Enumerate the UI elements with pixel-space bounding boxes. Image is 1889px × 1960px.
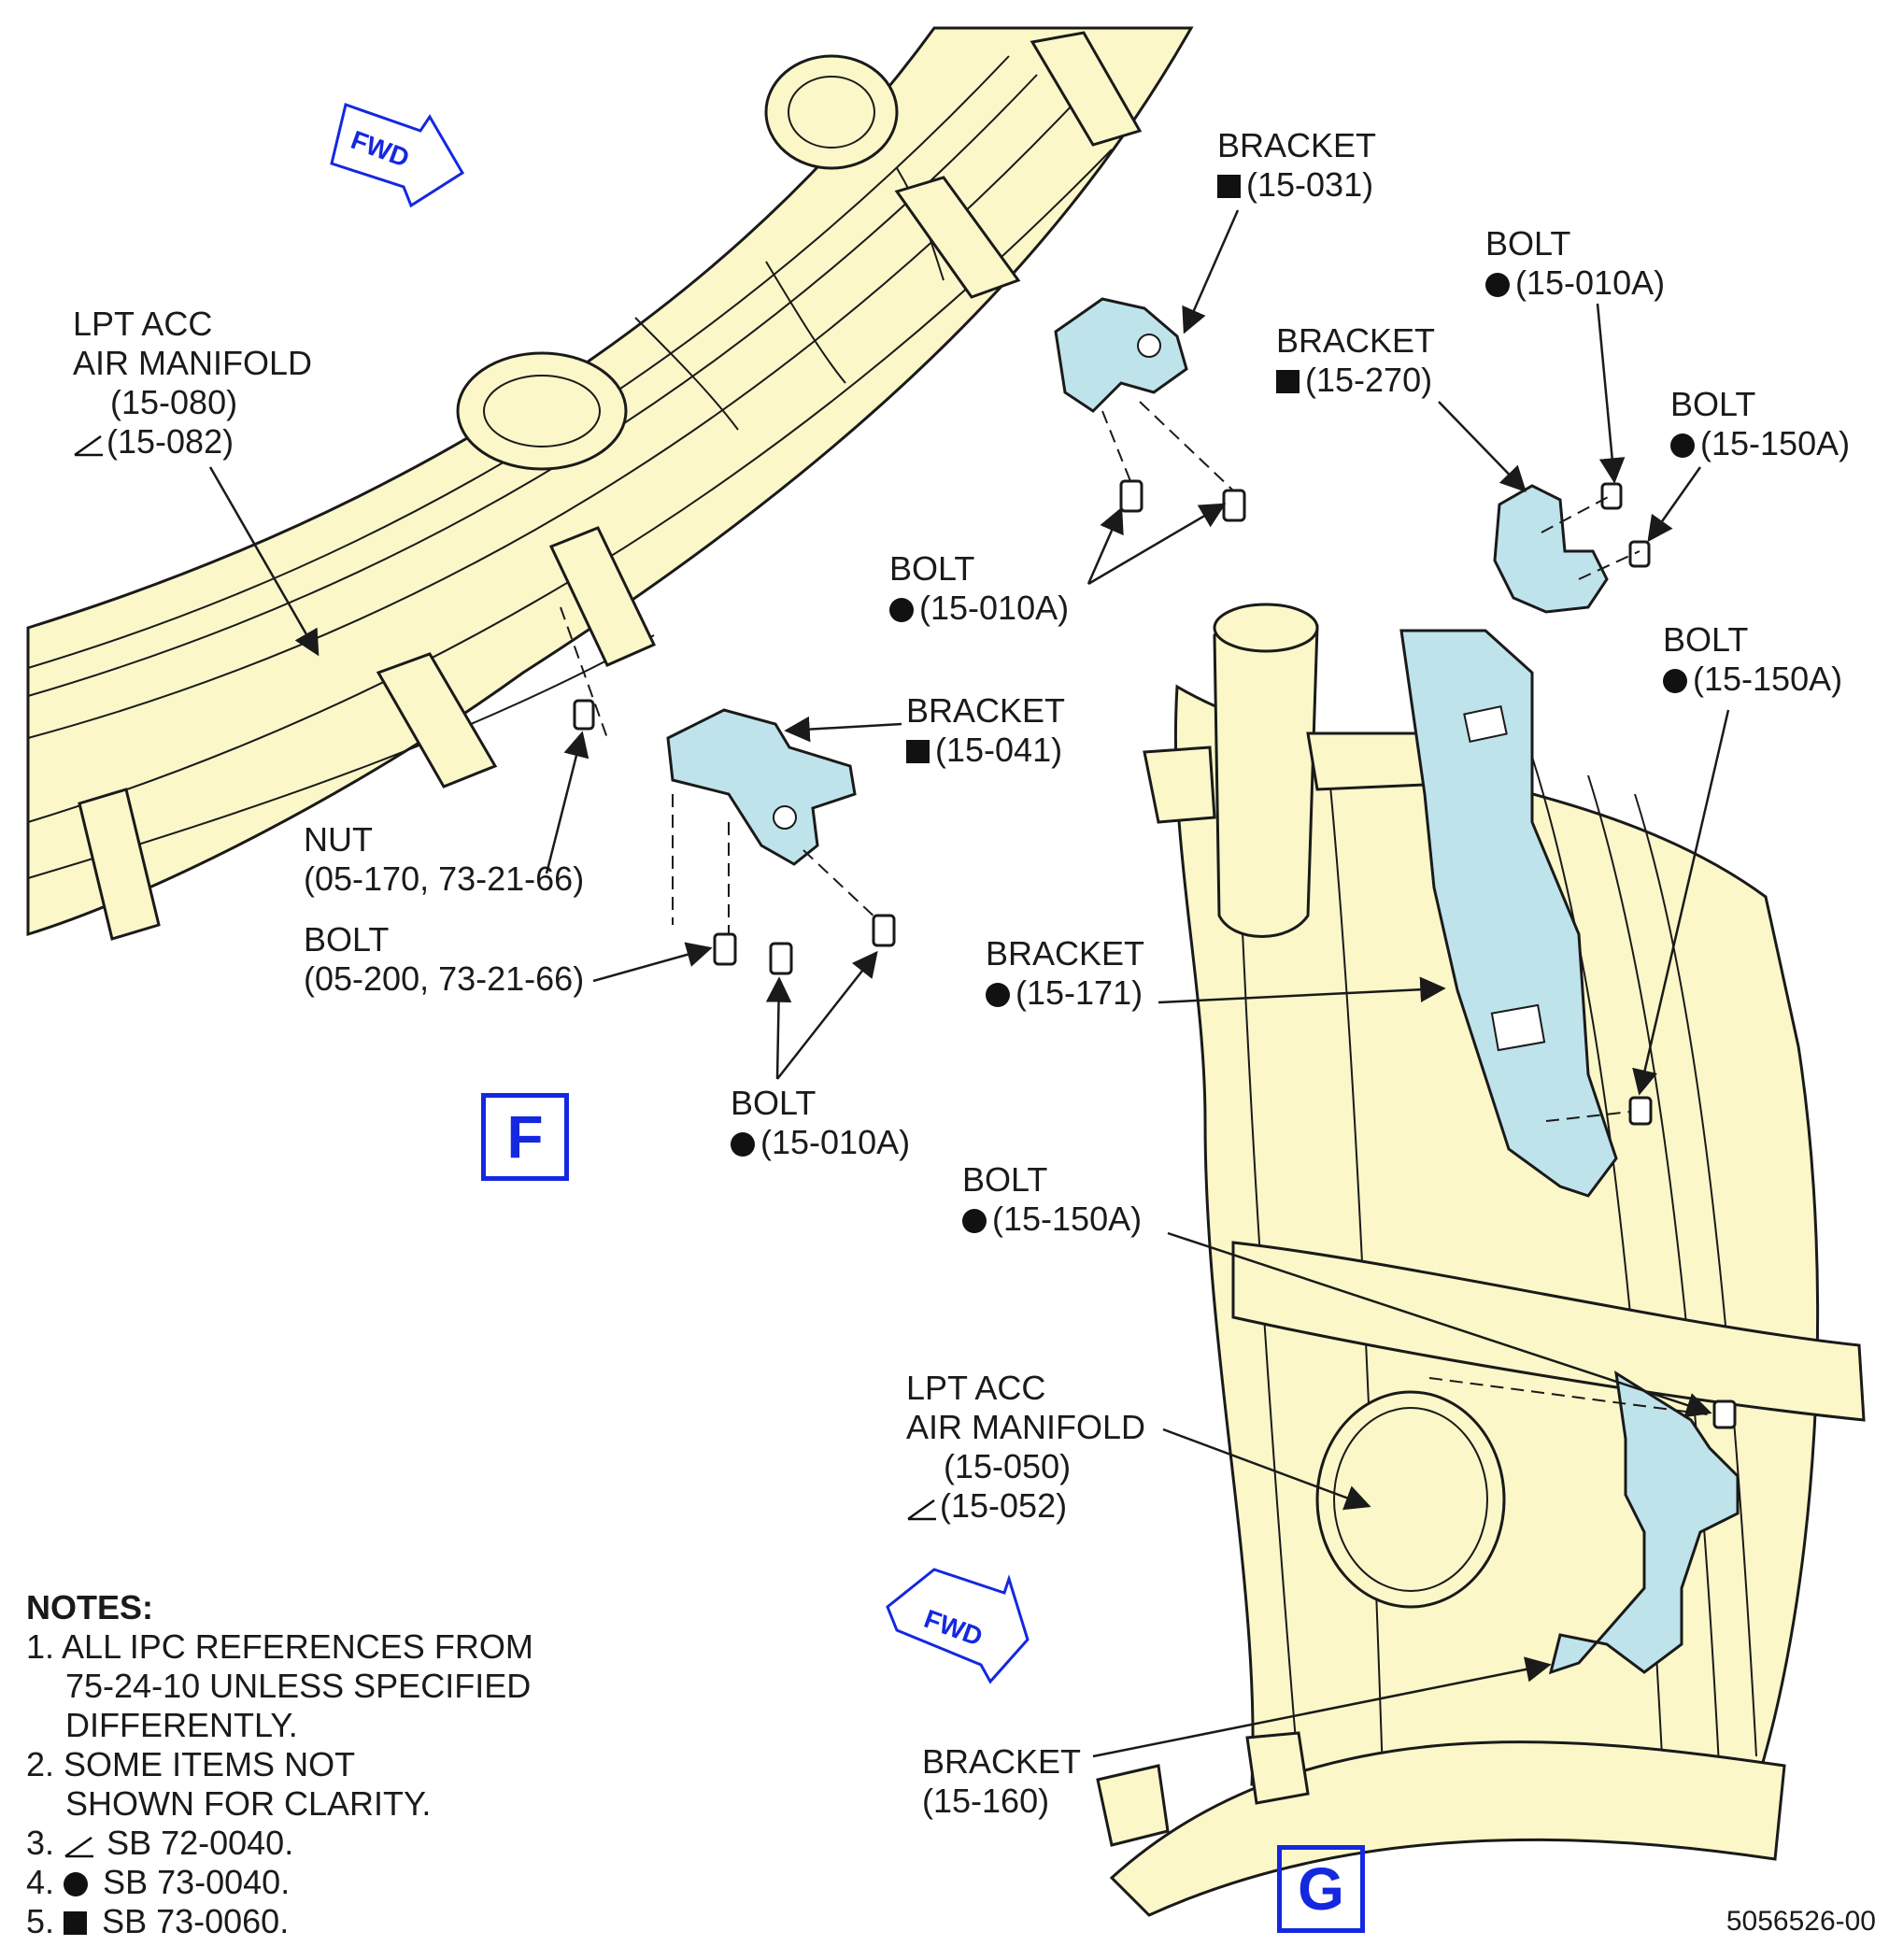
- label-lpt-acc-air-manifold-g: LPT ACC AIR MANIFOLD (15-050) (15-052): [906, 1369, 1145, 1526]
- bolt-hardware-g: [1600, 482, 1737, 1429]
- notes-block: NOTES: 1. ALL IPC REFERENCES FROM 75-24-…: [26, 1588, 624, 1941]
- label-bolt-15-010a-top: BOLT (15-010A): [1485, 224, 1665, 303]
- label-bracket-15-041: BRACKET (15-041): [906, 691, 1065, 770]
- label-bracket-15-160: BRACKET (15-160): [922, 1742, 1081, 1821]
- square-icon: [1217, 175, 1241, 198]
- label-name: BOLT: [962, 1160, 1048, 1199]
- circle-icon: [1663, 669, 1687, 693]
- leader-lines: [208, 209, 1730, 1758]
- label-line: LPT ACC: [73, 305, 213, 343]
- fwd-arrow-f: FWD: [330, 103, 465, 208]
- bracket-15-270-shape: [1493, 484, 1609, 614]
- view-label-f: F: [481, 1093, 569, 1181]
- label-bolt-15-150a-mid: BOLT (15-150A): [1663, 620, 1842, 699]
- label-line: AIR MANIFOLD: [73, 344, 313, 382]
- assembly-dashed-lines-g: [1428, 494, 1715, 1416]
- label-lpt-acc-air-manifold-f: LPT ACC AIR MANIFOLD (15-080) (15-082): [73, 305, 312, 462]
- label-name: BOLT: [731, 1084, 817, 1122]
- fwd-arrow-g: FWD: [886, 1568, 1030, 1684]
- label-bolt-15-150a-top: BOLT (15-150A): [1670, 385, 1850, 463]
- label-ref: (15-031): [1246, 165, 1374, 204]
- label-line: (15-082): [107, 422, 234, 461]
- circle-icon: [731, 1132, 755, 1157]
- label-line: (15-052): [940, 1486, 1068, 1525]
- figure-id: 5056526-00: [1726, 1906, 1876, 1937]
- circle-icon: [1485, 273, 1510, 297]
- bracket-15-041-shape: [666, 708, 857, 866]
- note-item: 1. ALL IPC REFERENCES FROM: [26, 1627, 533, 1666]
- label-bolt-15-010a-low: BOLT (15-010A): [731, 1084, 910, 1162]
- circle-icon: [962, 1209, 987, 1233]
- label-ref: (15-010A): [760, 1123, 911, 1161]
- label-name: BOLT: [1670, 385, 1756, 423]
- label-ref: (15-041): [935, 731, 1063, 769]
- label-name: NUT: [304, 820, 373, 859]
- label-ref: (15-010A): [919, 589, 1070, 627]
- label-nut-05-170: NUT (05-170, 73-21-66): [304, 820, 584, 899]
- note-item-continued: SHOWN FOR CLARITY.: [65, 1784, 432, 1823]
- note-item-continued: 75-24-10 UNLESS SPECIFIED: [65, 1667, 532, 1705]
- square-icon: [64, 1911, 88, 1935]
- triangle-icon: [64, 1836, 94, 1858]
- label-ref: (15-010A): [1515, 263, 1666, 302]
- label-bracket-15-171: BRACKET (15-171): [986, 934, 1144, 1013]
- label-line: (15-050): [944, 1447, 1072, 1485]
- bracket-15-160-shape: [1548, 1371, 1740, 1675]
- label-bracket-15-031: BRACKET (15-031): [1217, 126, 1376, 205]
- lpt-manifold-f-body: [26, 26, 1194, 941]
- notes-title: NOTES:: [26, 1588, 154, 1626]
- label-ref: (15-270): [1305, 361, 1433, 399]
- label-name: BRACKET: [1217, 126, 1377, 164]
- triangle-icon: [74, 434, 103, 457]
- bracket-15-031-shape: [1054, 297, 1188, 413]
- triangle-icon: [907, 1498, 936, 1521]
- label-ref: (15-171): [1016, 973, 1143, 1012]
- circle-icon: [1670, 433, 1695, 458]
- bracket-15-171-shape: [1399, 629, 1618, 1198]
- label-name: BOLT: [1663, 620, 1749, 659]
- label-line: AIR MANIFOLD: [906, 1408, 1146, 1446]
- label-ref: (15-150A): [992, 1200, 1143, 1238]
- assembly-dashed-lines-f: [560, 401, 1234, 934]
- label-bolt-15-010a-mid: BOLT (15-010A): [889, 549, 1069, 628]
- label-name: BOLT: [1485, 224, 1571, 263]
- label-bolt-05-200: BOLT (05-200, 73-21-66): [304, 920, 584, 999]
- label-name: BOLT: [304, 920, 390, 959]
- label-line: (15-080): [110, 383, 238, 421]
- label-ref: (15-150A): [1700, 424, 1851, 462]
- label-bolt-15-150a-low: BOLT (15-150A): [962, 1160, 1142, 1239]
- circle-icon: [986, 983, 1010, 1007]
- label-ref: (15-160): [922, 1782, 1050, 1820]
- view-label-g: G: [1277, 1845, 1365, 1933]
- label-ref: (15-150A): [1693, 660, 1843, 698]
- label-name: BRACKET: [906, 691, 1066, 730]
- note-item: 4. SB 73-0040.: [26, 1863, 291, 1901]
- square-icon: [1276, 370, 1300, 393]
- label-ref: (05-170, 73-21-66): [304, 859, 585, 898]
- label-name: BRACKET: [922, 1742, 1082, 1781]
- note-item: 2. SOME ITEMS NOT: [26, 1745, 356, 1783]
- square-icon: [906, 740, 930, 763]
- circle-icon: [64, 1872, 89, 1896]
- circle-icon: [889, 598, 914, 622]
- note-item-continued: DIFFERENTLY.: [65, 1706, 298, 1744]
- note-item: 3. SB 72-0040.: [26, 1824, 294, 1862]
- label-bracket-15-270: BRACKET (15-270): [1276, 321, 1435, 400]
- label-name: BRACKET: [986, 934, 1145, 973]
- label-line: LPT ACC: [906, 1369, 1046, 1407]
- note-item: 5. SB 73-0060.: [26, 1902, 290, 1940]
- label-name: BRACKET: [1276, 321, 1436, 360]
- label-ref: (05-200, 73-21-66): [304, 959, 585, 998]
- label-name: BOLT: [889, 549, 975, 588]
